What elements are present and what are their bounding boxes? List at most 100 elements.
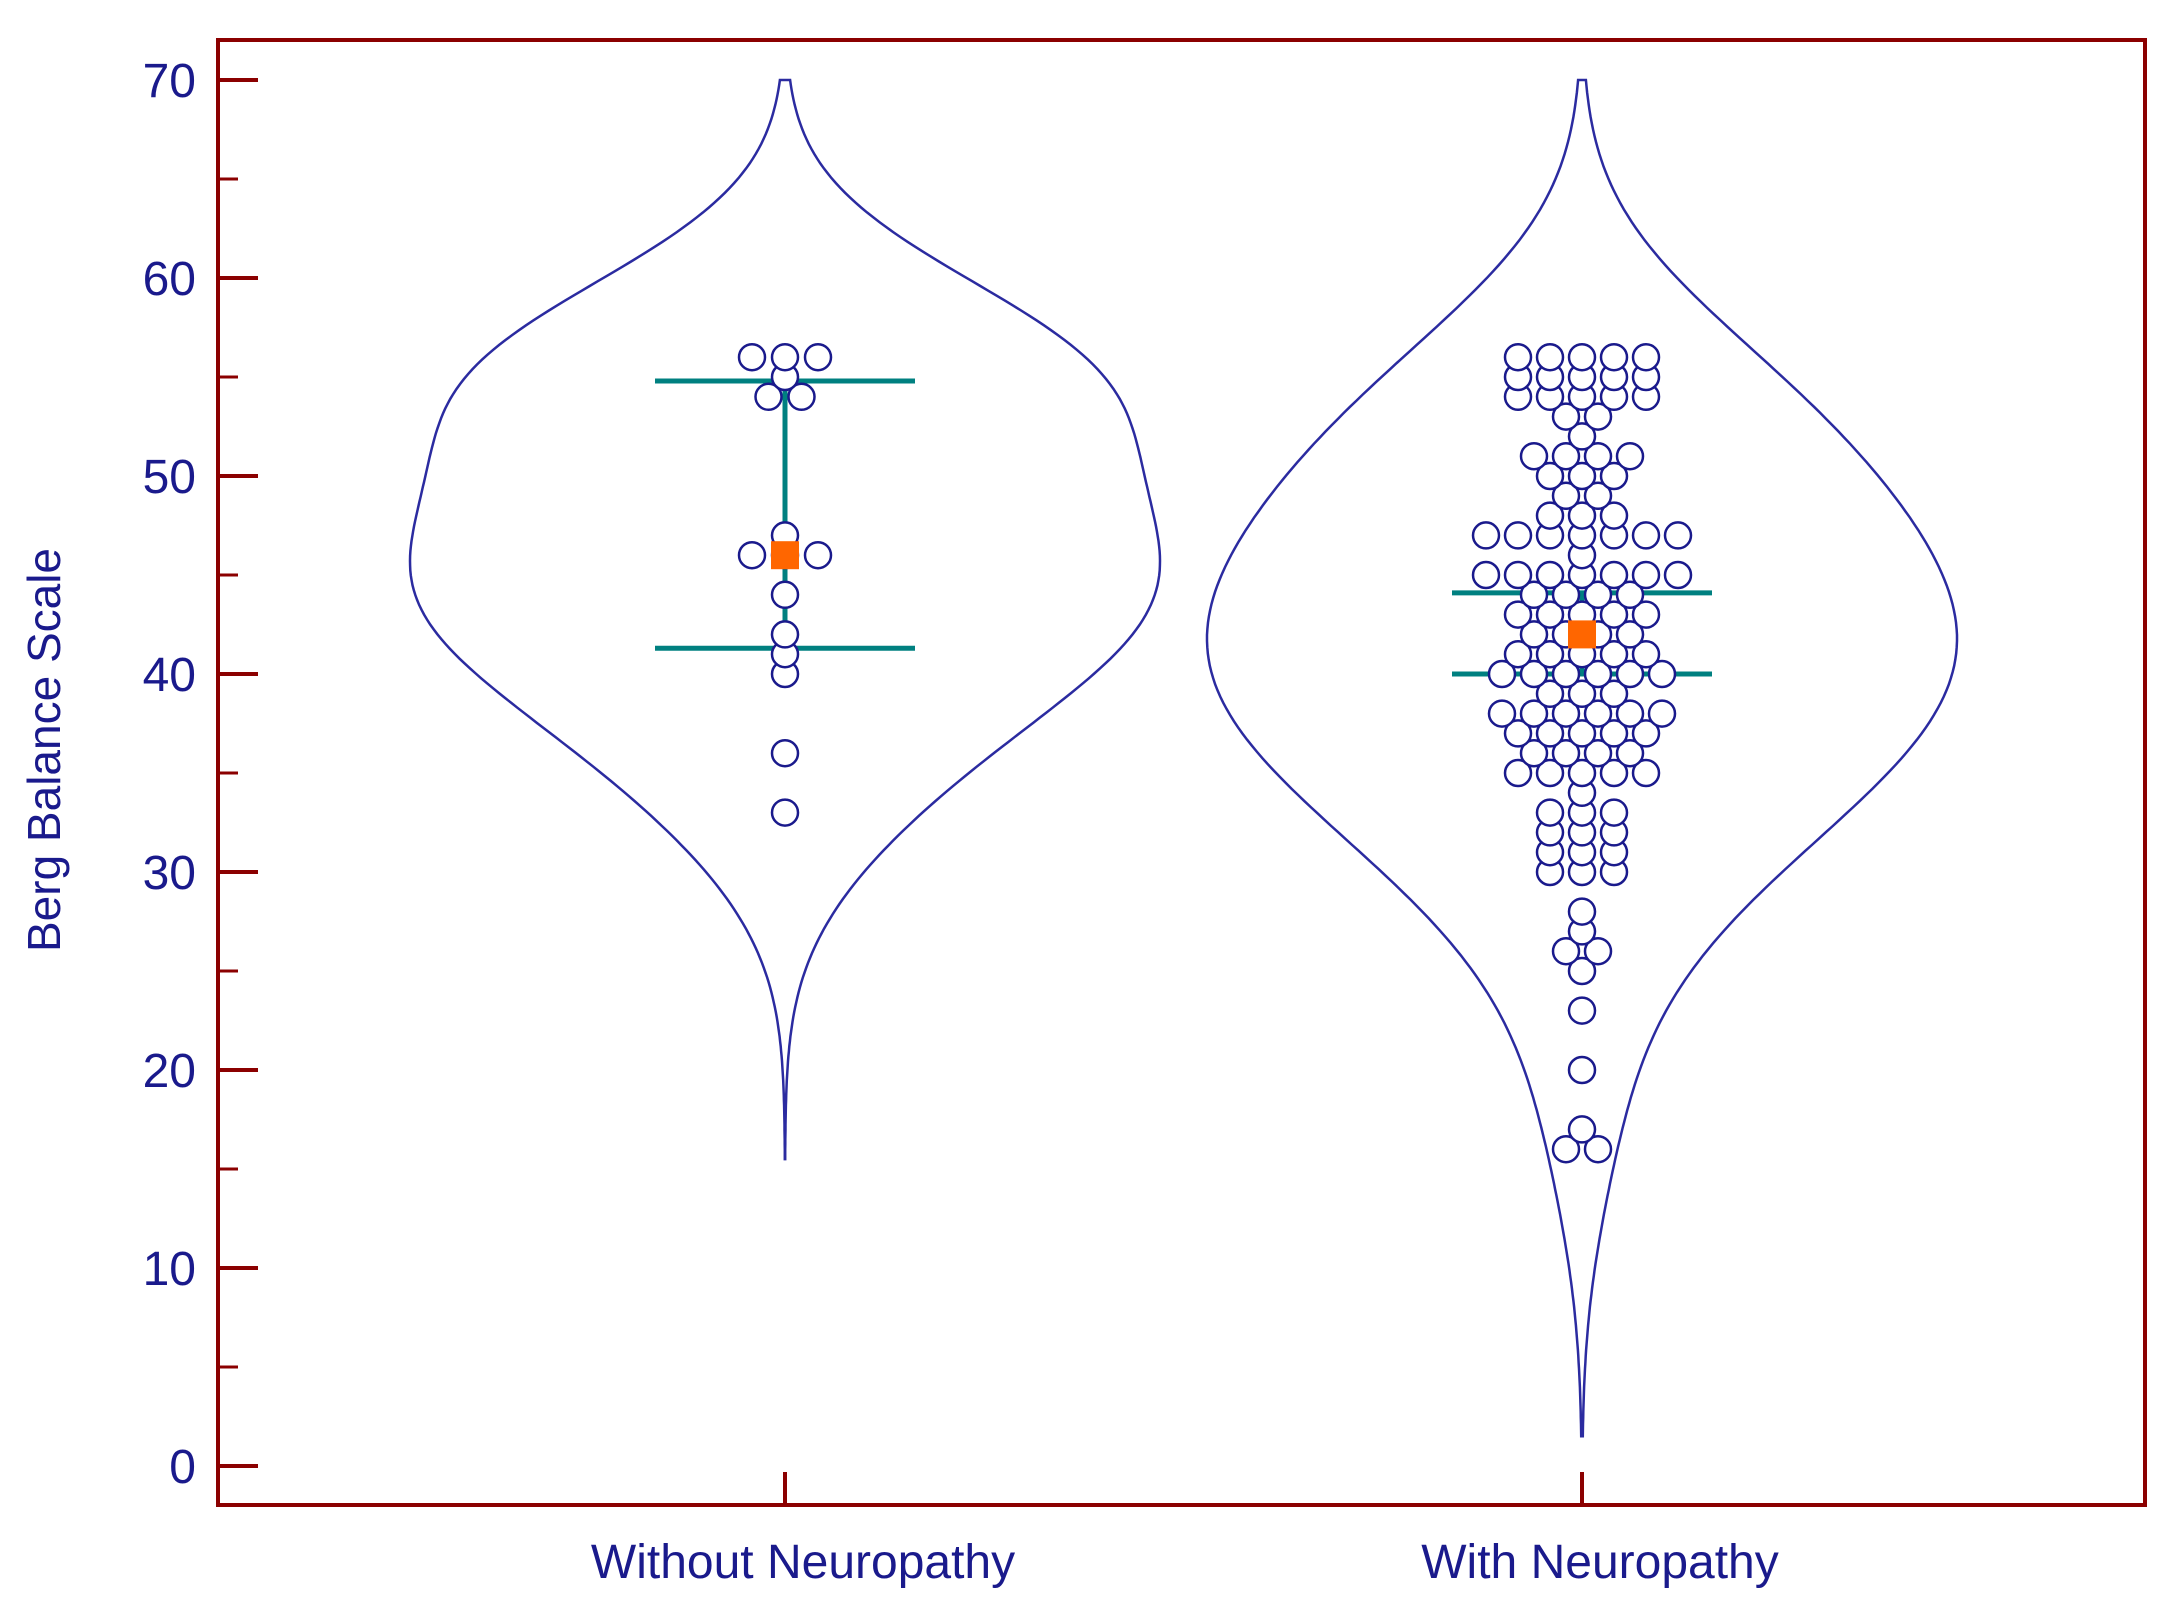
data-point bbox=[1535, 501, 1565, 530]
data-point bbox=[1535, 758, 1565, 788]
data-point bbox=[1615, 699, 1645, 728]
data-point bbox=[1503, 758, 1533, 788]
data-point bbox=[1567, 956, 1597, 986]
plot-frame bbox=[216, 38, 2147, 1507]
data-point bbox=[1535, 639, 1565, 669]
data-point bbox=[770, 620, 800, 649]
data-point bbox=[803, 540, 833, 570]
data-point bbox=[1519, 659, 1549, 689]
data-point bbox=[1519, 441, 1549, 471]
data-point bbox=[1599, 501, 1629, 530]
data-point bbox=[1615, 659, 1645, 689]
data-point bbox=[1535, 798, 1565, 827]
data-point bbox=[1615, 738, 1645, 768]
data-point bbox=[1583, 738, 1613, 768]
data-point bbox=[1599, 600, 1629, 629]
data-point bbox=[1567, 1115, 1597, 1144]
data-point bbox=[1567, 719, 1597, 748]
data-point bbox=[1631, 639, 1661, 669]
data-point bbox=[1551, 699, 1581, 728]
data-point bbox=[1471, 521, 1501, 550]
data-point bbox=[1599, 679, 1629, 709]
data-point bbox=[1583, 481, 1613, 511]
data-point bbox=[1503, 719, 1533, 748]
data-point bbox=[1567, 679, 1597, 709]
data-point bbox=[770, 798, 800, 827]
violin-with-neuropathy bbox=[1205, 78, 1959, 1438]
data-point bbox=[1551, 441, 1581, 471]
data-point bbox=[1551, 580, 1581, 610]
mean-markers bbox=[771, 541, 1596, 649]
data-point bbox=[803, 342, 833, 372]
data-point bbox=[1519, 738, 1549, 768]
data-point bbox=[1503, 600, 1533, 629]
data-point bbox=[1519, 620, 1549, 649]
data-point bbox=[1599, 560, 1629, 590]
data-point bbox=[1583, 441, 1613, 471]
y-tick-label: 30 bbox=[143, 847, 196, 900]
data-point bbox=[770, 342, 800, 372]
data-point bbox=[1551, 481, 1581, 511]
data-point bbox=[1631, 342, 1661, 372]
data-points bbox=[737, 342, 1693, 1164]
y-axis-title: Berg Balance Scale bbox=[18, 548, 70, 952]
y-tick-label: 10 bbox=[143, 1243, 196, 1296]
data-point bbox=[1631, 521, 1661, 550]
data-point bbox=[1551, 659, 1581, 689]
data-point bbox=[1631, 560, 1661, 590]
mean-marker bbox=[771, 541, 799, 570]
data-point bbox=[787, 382, 816, 412]
data-point bbox=[1567, 758, 1597, 788]
data-point bbox=[1599, 758, 1629, 788]
data-point bbox=[1535, 600, 1565, 629]
violin-shapes bbox=[408, 78, 1959, 1438]
violin-without-neuropathy bbox=[408, 78, 1162, 1161]
data-point bbox=[1535, 719, 1565, 748]
data-point bbox=[1567, 501, 1597, 530]
data-point bbox=[1567, 342, 1597, 372]
data-point bbox=[1647, 699, 1677, 728]
data-point bbox=[1583, 699, 1613, 728]
data-point bbox=[1615, 620, 1645, 649]
data-point bbox=[1663, 560, 1693, 590]
data-point bbox=[1551, 1134, 1581, 1164]
y-tick-label: 40 bbox=[143, 649, 196, 702]
data-point bbox=[1599, 719, 1629, 748]
data-point bbox=[1599, 461, 1629, 491]
data-point bbox=[1599, 639, 1629, 669]
data-point bbox=[1535, 560, 1565, 590]
data-point bbox=[1503, 639, 1533, 669]
data-point bbox=[754, 382, 783, 412]
x-tick-label: With Neuropathy bbox=[1421, 1536, 1779, 1589]
data-point bbox=[1503, 560, 1533, 590]
data-point bbox=[1599, 798, 1629, 827]
data-point bbox=[1503, 342, 1533, 372]
data-point bbox=[1583, 580, 1613, 610]
data-point bbox=[1631, 600, 1661, 629]
data-point bbox=[1551, 402, 1581, 431]
data-point bbox=[1503, 521, 1533, 550]
data-point bbox=[1583, 402, 1613, 431]
data-point bbox=[1567, 897, 1597, 926]
y-tick-label: 70 bbox=[143, 55, 196, 108]
data-point bbox=[1487, 699, 1517, 728]
data-point bbox=[770, 738, 800, 768]
data-point bbox=[1535, 342, 1565, 372]
data-point bbox=[1615, 580, 1645, 610]
data-point bbox=[1583, 659, 1613, 689]
data-point bbox=[770, 580, 800, 610]
data-point bbox=[737, 540, 767, 570]
x-tick-label: Without Neuropathy bbox=[591, 1536, 1015, 1589]
data-point bbox=[1519, 699, 1549, 728]
data-point bbox=[1519, 580, 1549, 610]
data-point bbox=[1631, 758, 1661, 788]
data-point bbox=[1583, 936, 1613, 966]
data-point bbox=[1583, 1134, 1613, 1164]
y-tick-label: 60 bbox=[143, 253, 196, 306]
y-tick-label: 0 bbox=[169, 1441, 196, 1494]
data-point bbox=[1487, 659, 1517, 689]
data-point bbox=[1551, 936, 1581, 966]
data-point bbox=[1599, 342, 1629, 372]
